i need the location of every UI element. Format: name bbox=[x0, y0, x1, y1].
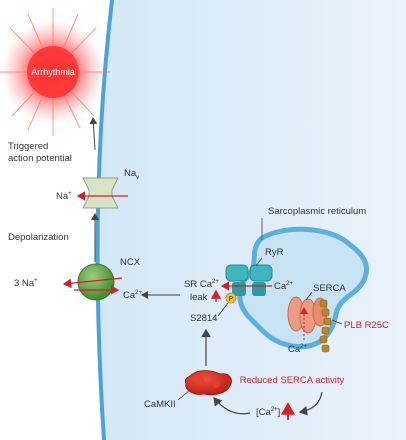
triggered-label-line2: action potential bbox=[8, 153, 72, 164]
s2814-leader bbox=[217, 302, 229, 317]
ryr-label: RyR bbox=[265, 247, 284, 258]
ryr-label-leader bbox=[255, 257, 263, 267]
sr-leak-label-line2: leak bbox=[190, 292, 208, 303]
camkii-leader bbox=[177, 389, 191, 401]
plb-label-leader bbox=[331, 319, 343, 325]
nav-label: Nav bbox=[124, 168, 139, 181]
plb-label: PLB R25C bbox=[344, 320, 389, 331]
triggered-label-line1: Triggered bbox=[8, 141, 48, 152]
ncx-label: NCX bbox=[120, 257, 141, 268]
depolarization-label: Depolarization bbox=[8, 232, 69, 243]
ca-concentration-label: [Ca2+] bbox=[256, 407, 280, 418]
serca-ca-label: Ca2+ bbox=[288, 344, 307, 355]
phospho-badge bbox=[225, 292, 237, 304]
ncx-ca-label: Ca2+ bbox=[123, 290, 142, 301]
plb-protein bbox=[319, 299, 332, 353]
serca-label: SERCA bbox=[313, 283, 346, 294]
arrow-reduced-to-ca bbox=[298, 391, 323, 416]
phospho-label: P bbox=[229, 296, 234, 303]
arrow-ca-to-camkii bbox=[213, 397, 251, 415]
three-na-label: 3 Na+ bbox=[14, 278, 38, 289]
s2814-label: S2814 bbox=[190, 313, 217, 324]
arrow-na-ncx bbox=[62, 277, 123, 289]
na-ion-label: Na+ bbox=[56, 191, 72, 202]
camkii-label: CaMKII bbox=[144, 399, 176, 410]
camkii-enzyme bbox=[184, 370, 232, 396]
sr-leak-label-line1: SR Ca2+ bbox=[184, 279, 219, 290]
cytosol-region bbox=[97, 0, 406, 440]
ryr-ca-label: Ca2+ bbox=[274, 281, 293, 292]
sr-label: Sarcoplasmic reticulum bbox=[268, 206, 366, 217]
nav-channel bbox=[82, 177, 119, 209]
arrow-ap-to-arrhythmia bbox=[89, 117, 98, 151]
reduced-serca-label: Reduced SERCA activity bbox=[240, 375, 345, 386]
arrhythmia-burst: Arrhythmia bbox=[0, 8, 110, 136]
serca-label-leader bbox=[305, 291, 313, 301]
arrhythmia-label: Arrhythmia bbox=[31, 67, 75, 77]
